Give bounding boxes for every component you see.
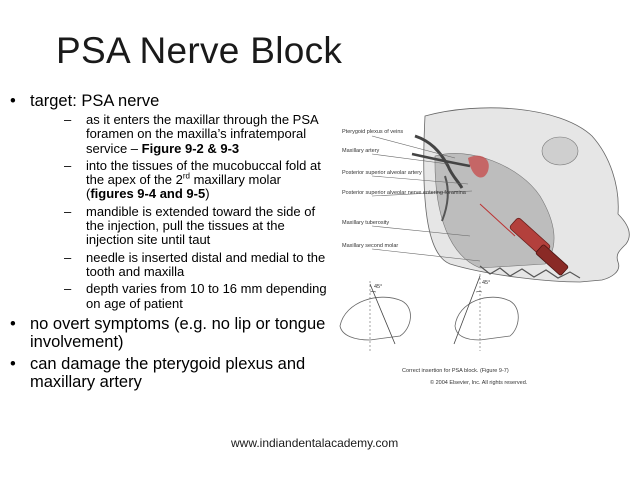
leader-line: [371, 248, 481, 262]
label-angle-left: 45°: [374, 284, 382, 290]
sub-bullet-item: – mandible is extended toward the side o…: [30, 203, 328, 248]
sub-bullet-item: – needle is inserted distal and medial t…: [30, 249, 328, 280]
bullet-item: • can damage the pterygoid plexus and ma…: [8, 355, 328, 391]
sub-bullet-item: – as it enters the maxillar through the …: [30, 112, 328, 156]
bullet-dot-icon: •: [10, 314, 16, 333]
figure-reference: Figure 9-2 & 9-3: [141, 140, 240, 156]
maxillary-artery: [411, 152, 471, 168]
leader-line: [371, 190, 473, 197]
vessel-branch: [441, 175, 449, 222]
sub-bullet-list: – as it enters the maxillar through the …: [30, 112, 328, 311]
bullet-dot-icon: •: [10, 354, 16, 373]
skull-diagram-right: [453, 274, 519, 351]
skull-diagram-left: [339, 281, 411, 351]
label-second-molar: Maxillary second molar: [342, 243, 398, 249]
dash-icon: –: [64, 249, 72, 265]
figure-caption: Correct insertion for PSA block. (Figure…: [402, 368, 509, 374]
bullet-text: can damage the pterygoid plexus and maxi…: [30, 354, 306, 391]
label-pterygoid-plexus: Pterygoid plexus of veins: [342, 129, 403, 135]
psa-injection-illustration: Pterygoid plexus of veins Maxillary arte…: [339, 107, 630, 386]
syringe-icon: [479, 203, 569, 276]
label-angle-right: 45°: [482, 280, 490, 286]
teeth-row: [479, 265, 581, 279]
sub-bullet-text: maxillary molar (: [86, 172, 281, 202]
pterygoid-plexus: [414, 134, 464, 189]
figure-reference: figures 9-4 and 9-5: [90, 186, 206, 202]
dash-icon: –: [64, 281, 72, 297]
bullet-item: • no overt symptoms (e.g. no lip or tong…: [8, 315, 328, 351]
label-psa-nerve: Posterior superior alveolar nerve enteri…: [342, 190, 467, 196]
bullet-dot-icon: •: [10, 92, 16, 110]
figure-copyright: © 2004 Elsevier, Inc. All rights reserve…: [430, 379, 528, 386]
dash-icon: –: [64, 157, 72, 173]
sub-bullet-text: depth varies from 10 to 16 mm depending …: [86, 281, 327, 311]
sub-bullet-text: into the tissues of the mucobuccal fold …: [86, 157, 321, 188]
slide-title: PSA Nerve Block: [56, 30, 343, 71]
dash-icon: –: [64, 203, 72, 219]
leader-line: [371, 153, 449, 165]
label-tuberosity: Maxillary tuberosity: [342, 220, 389, 226]
ordinal-suffix: rd: [182, 171, 190, 181]
bullet-text: no overt symptoms (e.g. no lip or tongue…: [30, 314, 326, 351]
bullet-text: target: PSA nerve: [30, 92, 160, 110]
sub-bullet-item: – depth varies from 10 to 16 mm dependin…: [30, 281, 328, 311]
leader-line: [371, 225, 471, 237]
leader-line: [371, 175, 469, 185]
label-maxillary-artery: Maxillary artery: [342, 148, 380, 154]
orbit-shape: [541, 136, 579, 166]
footer-url: www.indiandentalacademy.com: [231, 436, 399, 450]
sub-bullet-text: as it enters the maxillar through the PS…: [86, 112, 318, 156]
label-psa-artery: Posterior superior alveolar artery: [342, 170, 422, 176]
bullet-item: • target: PSA nerve – as it enters the m…: [8, 92, 328, 311]
bullet-list: • target: PSA nerve – as it enters the m…: [8, 92, 328, 395]
sub-bullet-text: ): [205, 186, 210, 202]
dash-icon: –: [64, 112, 72, 127]
leader-line: [371, 135, 456, 159]
sub-bullet-text: mandible is extended toward the side of …: [86, 203, 316, 248]
pterygoid-highlight: [468, 155, 489, 178]
sub-bullet-item: – into the tissues of the mucobuccal fol…: [30, 157, 328, 202]
sub-bullet-text: needle is inserted distal and medial to …: [86, 249, 326, 279]
